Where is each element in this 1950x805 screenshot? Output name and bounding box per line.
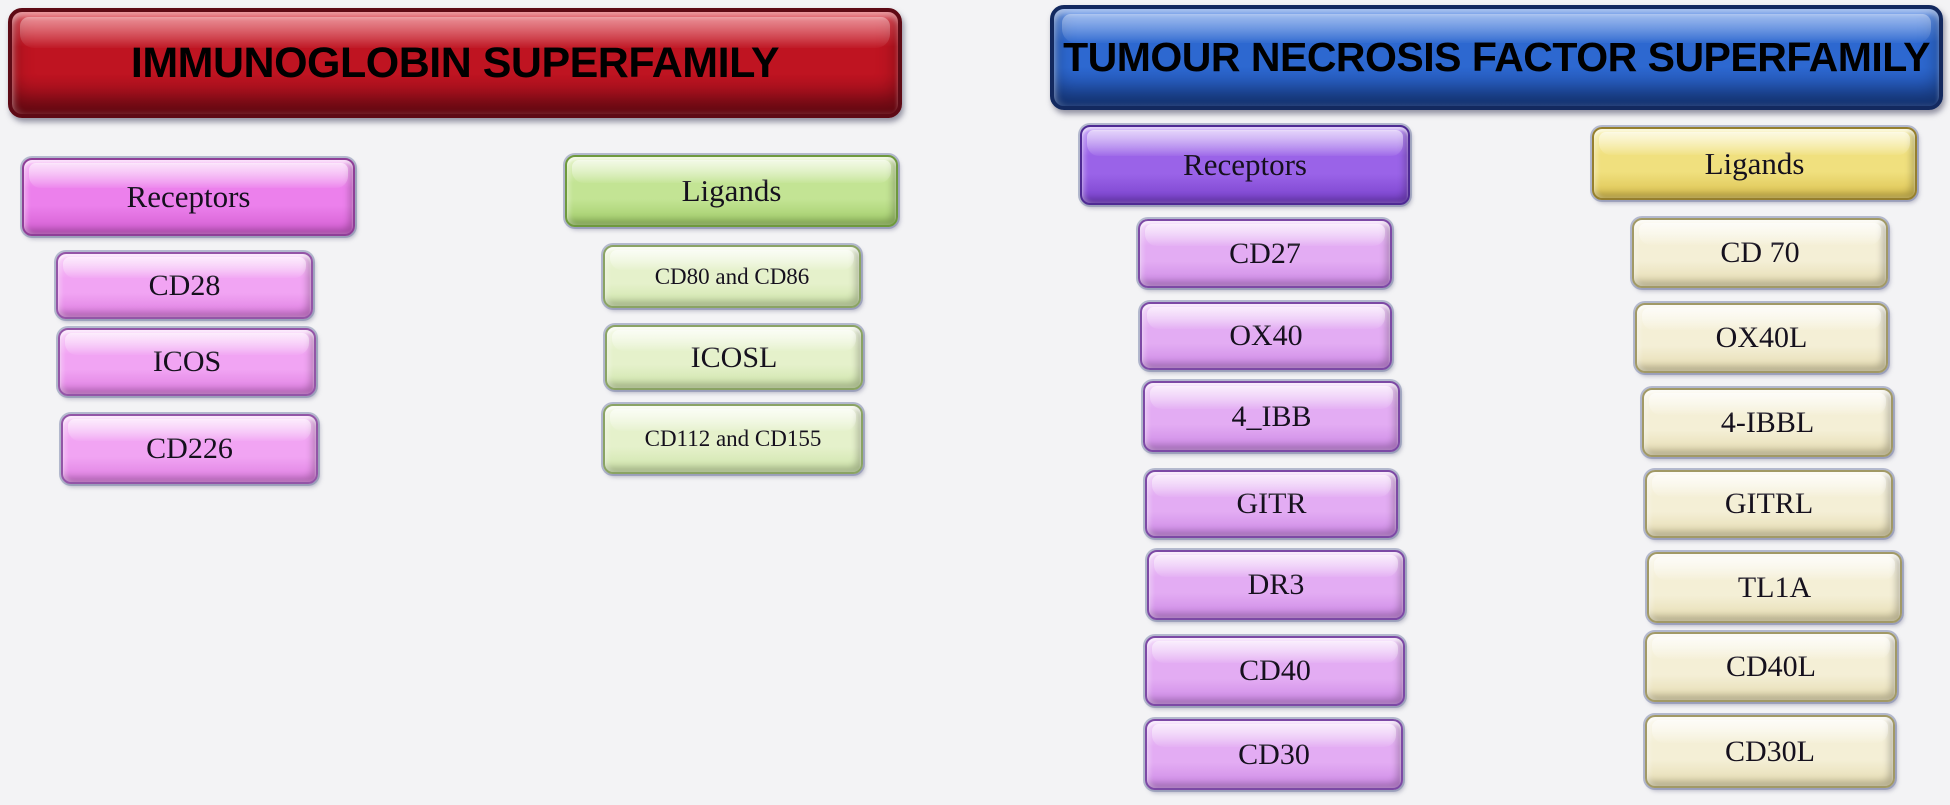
tnfsf-receptor-cd30: CD30: [1145, 719, 1403, 790]
igsf-receptor-cd28: CD28: [56, 252, 313, 319]
tnfsf-receptors-header: Receptors: [1080, 125, 1410, 205]
igsf-receptor-icos: ICOS: [58, 328, 316, 396]
igsf-ligands-header: Ligands: [565, 155, 898, 227]
tnfsf-receptor-cd40: CD40: [1145, 636, 1405, 706]
igsf-ligand-cd80-cd86: CD80 and CD86: [603, 245, 861, 308]
tnfsf-receptor-gitr: GITR: [1145, 470, 1398, 538]
tnfsf-ligands-header: Ligands: [1592, 127, 1917, 200]
tnfsf-ligand-cd70: CD 70: [1632, 218, 1888, 288]
igsf-receptors-header: Receptors: [22, 158, 355, 236]
tnfsf-ligand-gitrl: GITRL: [1645, 470, 1893, 538]
tnfsf-receptor-4-1bb: 4_IBB: [1143, 381, 1400, 452]
tnfsf-title-banner: TUMOUR NECROSIS FACTOR SUPERFAMILY: [1050, 5, 1943, 110]
tnfsf-receptor-ox40: OX40: [1140, 302, 1392, 370]
igsf-receptor-cd226: CD226: [61, 414, 318, 484]
tnfsf-ligand-ox40l: OX40L: [1635, 303, 1888, 373]
tnfsf-ligand-cd30l: CD30L: [1645, 715, 1895, 788]
tnfsf-receptor-dr3: DR3: [1147, 550, 1405, 620]
igsf-ligand-icosl: ICOSL: [605, 325, 863, 390]
igsf-title-banner: IMMUNOGLOBIN SUPERFAMILY: [8, 8, 902, 118]
tnfsf-receptor-cd27: CD27: [1138, 219, 1392, 288]
tnfsf-ligand-tl1a: TL1A: [1647, 552, 1902, 623]
tnfsf-ligand-4-1bbl: 4-IBBL: [1642, 388, 1893, 457]
igsf-ligand-cd112-cd155: CD112 and CD155: [603, 404, 863, 474]
tnfsf-ligand-cd40l: CD40L: [1645, 632, 1897, 702]
